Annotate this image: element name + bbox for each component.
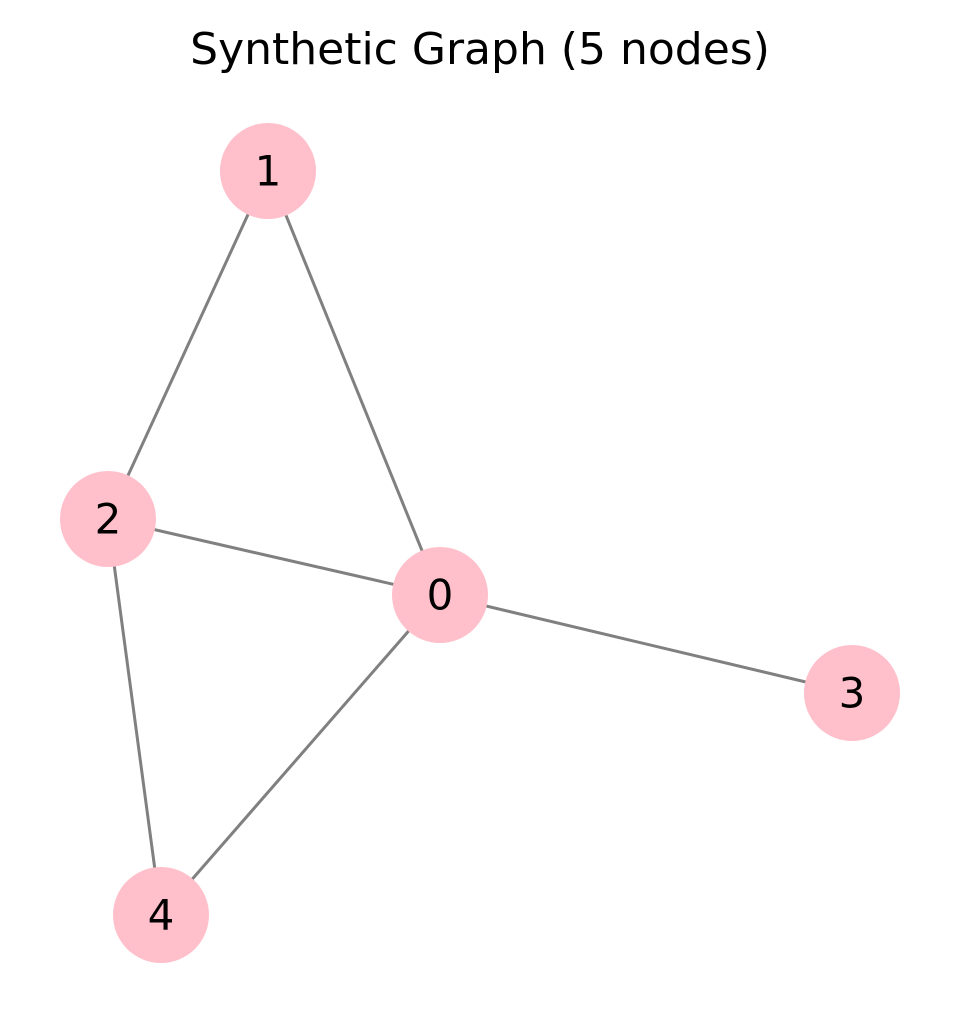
node-0: 0 xyxy=(392,547,488,643)
node-circle-3 xyxy=(804,645,900,741)
edge-2-0 xyxy=(107,517,441,597)
edge-0-4 xyxy=(159,594,442,916)
node-circle-0 xyxy=(392,547,488,643)
edge-2-4 xyxy=(106,518,163,916)
nodes-layer: 0 1 2 3 4 xyxy=(60,123,900,963)
node-3: 3 xyxy=(804,645,900,741)
node-label-2: 2 xyxy=(95,495,122,544)
node-label-3: 3 xyxy=(839,669,866,718)
node-label-1: 1 xyxy=(255,147,282,196)
node-label-4: 4 xyxy=(148,891,175,940)
edges-layer xyxy=(106,170,853,916)
node-label-0: 0 xyxy=(427,571,454,620)
node-2: 2 xyxy=(60,471,156,567)
node-circle-4 xyxy=(113,867,209,963)
edge-1-2 xyxy=(106,170,270,520)
edge-1-0 xyxy=(266,170,442,596)
node-1: 1 xyxy=(220,123,316,219)
node-circle-1 xyxy=(220,123,316,219)
node-4: 4 xyxy=(113,867,209,963)
node-circle-2 xyxy=(60,471,156,567)
figure-title: Synthetic Graph (5 nodes) xyxy=(190,24,770,75)
edge-0-3 xyxy=(439,593,853,695)
